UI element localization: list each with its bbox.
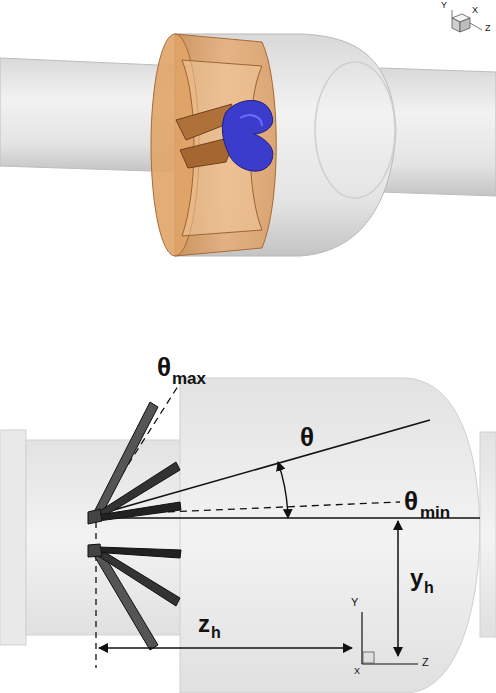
valve-ring	[151, 34, 276, 256]
angle-lines	[96, 383, 480, 668]
dimension-arrows	[99, 521, 398, 656]
axis-icon-schematic	[362, 612, 418, 664]
axis-letter: Z	[485, 24, 491, 33]
axis-letter: Y	[351, 597, 358, 608]
angle-symbol: θ	[404, 488, 418, 514]
pipe-schematic	[0, 378, 496, 693]
leaflets-3d	[176, 100, 273, 171]
pipe-3d	[0, 34, 496, 256]
angle-symbol: θ	[300, 424, 314, 450]
leaflets-schematic	[88, 402, 181, 650]
dimension-symbol: z	[198, 612, 210, 636]
axis-letter: Y	[441, 1, 447, 10]
angle-symbol: θ	[157, 354, 171, 380]
dimension-subscript: h	[211, 625, 221, 641]
axis-letter: Z	[422, 657, 429, 668]
axis-letter: X	[472, 6, 478, 15]
axis-letter: X	[354, 667, 360, 676]
dimension-symbol: y	[410, 566, 423, 590]
dimension-subscript: h	[424, 580, 434, 596]
angle-subscript: min	[420, 504, 450, 521]
angle-subscript: max	[172, 370, 206, 387]
